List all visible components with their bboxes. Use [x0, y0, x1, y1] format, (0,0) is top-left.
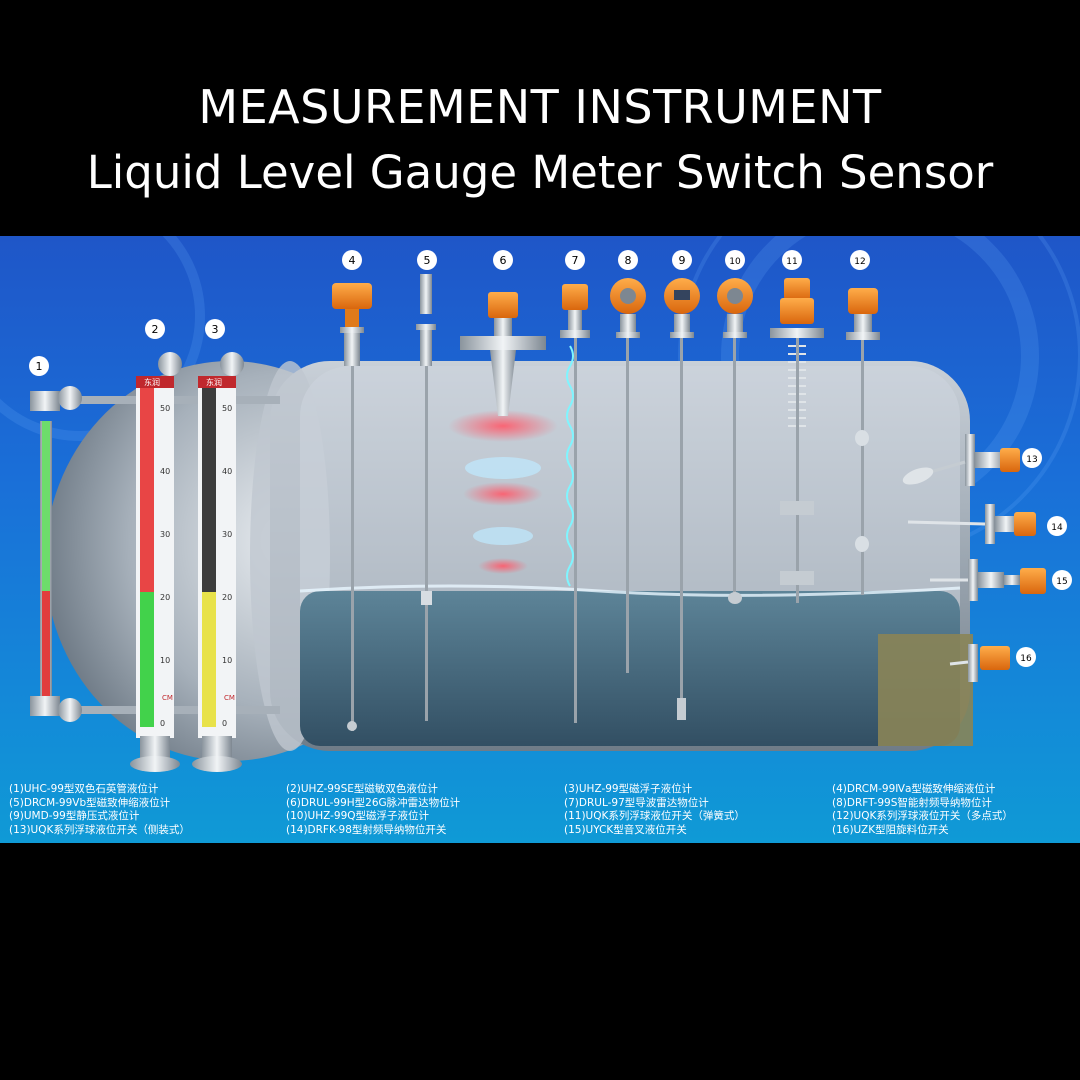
svg-text:15: 15	[1056, 577, 1067, 587]
legend-item: (12)UQK系列浮球液位开关（多点式）	[832, 810, 1013, 822]
legend-column-3: (3)UHZ-99型磁浮子液位计 (7)DRUL-97型导波雷达物位计 (11)…	[564, 783, 745, 837]
tank-diagram: 东润 50 40 30 20 10 0 CM 东润	[0, 236, 1080, 772]
callout-6: 6	[493, 250, 513, 270]
instrument-7-guided-radar	[560, 284, 590, 723]
callout-1: 1	[29, 356, 49, 376]
gauge-2-magnetic-bicolour: 东润 50 40 30 20 10 0 CM	[130, 352, 182, 772]
instrument-15	[930, 559, 1046, 601]
legend-item: (16)UZK型阻旋料位开关	[832, 823, 949, 836]
liquid-body	[300, 591, 960, 746]
legend-item: (1)UHC-99型双色石英管液位计	[9, 783, 159, 795]
callout-13: 13	[1022, 448, 1042, 468]
legend-item: (6)DRUL-99H型26G脉冲雷达物位计	[286, 796, 461, 809]
gauge-2-brand: 东润	[144, 377, 160, 387]
gauge-3-brand: 东润	[206, 377, 222, 387]
instrument-8	[610, 278, 646, 673]
callout-16: 16	[1016, 647, 1036, 667]
legend-item: (9)UMD-99型静压式液位计	[9, 810, 140, 822]
svg-text:0: 0	[222, 719, 227, 728]
svg-text:50: 50	[160, 404, 170, 413]
instrument-9	[664, 278, 700, 720]
instrument-10	[717, 278, 753, 604]
legend-column-2: (2)UHZ-99SE型磁敏双色液位计 (6)DRUL-99H型26G脉冲雷达物…	[286, 783, 460, 837]
svg-text:8: 8	[625, 254, 632, 267]
legend-item: (2)UHZ-99SE型磁敏双色液位计	[286, 783, 438, 795]
svg-text:10: 10	[160, 656, 170, 665]
callouts: 1 2 3 4 5 6 7 8 9 10 11 12 13 14 15 16	[29, 250, 1072, 667]
instrument-13	[902, 434, 1020, 486]
callout-2: 2	[145, 319, 165, 339]
bottom-bar	[0, 843, 1080, 1080]
title-line-2: Liquid Level Gauge Meter Switch Sensor	[86, 146, 994, 199]
svg-text:1: 1	[36, 360, 43, 373]
svg-text:40: 40	[160, 467, 170, 476]
svg-text:16: 16	[1020, 654, 1032, 664]
instrument-5	[416, 274, 436, 721]
svg-text:30: 30	[222, 530, 232, 539]
callout-9: 9	[672, 250, 692, 270]
legend-column-4: (4)DRCM-99Ⅳa型磁致伸缩液位计 (8)DRFT-99S智能射频导纳物位…	[832, 783, 1013, 837]
legend-item: (11)UQK系列浮球液位开关（弹簧式）	[564, 810, 745, 822]
instrument-4	[332, 283, 372, 731]
legend-item: (14)DRFK-98型射频导纳物位开关	[286, 823, 447, 836]
svg-text:14: 14	[1051, 523, 1063, 533]
svg-text:10: 10	[222, 656, 232, 665]
legend-item: (13)UQK系列浮球液位开关（侧装式）	[9, 823, 190, 836]
svg-text:0: 0	[160, 719, 165, 728]
legend-item: (8)DRFT-99S智能射频导纳物位计	[832, 796, 992, 809]
legend-item: (7)DRUL-97型导波雷达物位计	[564, 796, 709, 809]
gauge-3-magnetic-float: 东润 50 40 30 20 10 0 CM	[192, 352, 244, 772]
svg-text:12: 12	[854, 257, 865, 267]
svg-text:20: 20	[160, 593, 170, 602]
callout-4: 4	[342, 250, 362, 270]
gauge-2-scale: 50 40 30 20 10 0 CM	[160, 404, 173, 728]
svg-text:20: 20	[222, 593, 232, 602]
instrument-6-radar	[460, 292, 546, 416]
legend-item: (5)DRCM-99Ⅴb型磁致伸缩液位计	[9, 796, 171, 809]
svg-text:7: 7	[572, 254, 579, 267]
diagram-panel: 东润 50 40 30 20 10 0 CM 东润	[0, 236, 1080, 843]
callout-10: 10	[725, 250, 745, 270]
callout-11: 11	[782, 250, 802, 270]
callout-5: 5	[417, 250, 437, 270]
svg-text:13: 13	[1026, 455, 1037, 465]
svg-text:CM: CM	[224, 694, 235, 702]
svg-text:2: 2	[152, 323, 159, 336]
radar-waves	[448, 410, 558, 574]
instrument-11-spring-switch	[770, 278, 824, 603]
legend-item: (15)UYCK型音叉液位开关	[564, 823, 687, 836]
svg-text:6: 6	[500, 254, 507, 267]
svg-text:5: 5	[424, 254, 431, 267]
legend-column-1: (1)UHC-99型双色石英管液位计 (5)DRCM-99Ⅴb型磁致伸缩液位计 …	[9, 783, 190, 837]
svg-text:50: 50	[222, 404, 232, 413]
callout-12: 12	[850, 250, 870, 270]
svg-text:9: 9	[679, 254, 686, 267]
gauge-3-scale: 50 40 30 20 10 0 CM	[222, 404, 235, 728]
title-line-1: MEASUREMENT INSTRUMENT	[198, 80, 882, 134]
svg-text:10: 10	[729, 257, 741, 267]
callout-15: 15	[1052, 570, 1072, 590]
granular-material	[878, 634, 973, 746]
svg-text:40: 40	[222, 467, 232, 476]
instrument-14	[907, 504, 1036, 544]
svg-text:30: 30	[160, 530, 170, 539]
svg-text:3: 3	[212, 323, 219, 336]
legend-item: (10)UHZ-99Q型磁浮子液位计	[286, 810, 430, 822]
callout-3: 3	[205, 319, 225, 339]
instrument-16	[949, 644, 1010, 682]
callout-14: 14	[1047, 516, 1067, 536]
header-bar: MEASUREMENT INSTRUMENT Liquid Level Gaug…	[0, 0, 1080, 236]
legend-item: (3)UHZ-99型磁浮子液位计	[564, 783, 693, 795]
svg-text:4: 4	[349, 254, 356, 267]
legend: (1)UHC-99型双色石英管液位计 (5)DRCM-99Ⅴb型磁致伸缩液位计 …	[0, 783, 1080, 843]
callout-8: 8	[618, 250, 638, 270]
legend-item: (4)DRCM-99Ⅳa型磁致伸缩液位计	[832, 783, 996, 795]
instrument-12-multipoint-switch	[846, 288, 880, 595]
svg-text:11: 11	[786, 257, 797, 267]
callout-7: 7	[565, 250, 585, 270]
svg-text:CM: CM	[162, 694, 173, 702]
